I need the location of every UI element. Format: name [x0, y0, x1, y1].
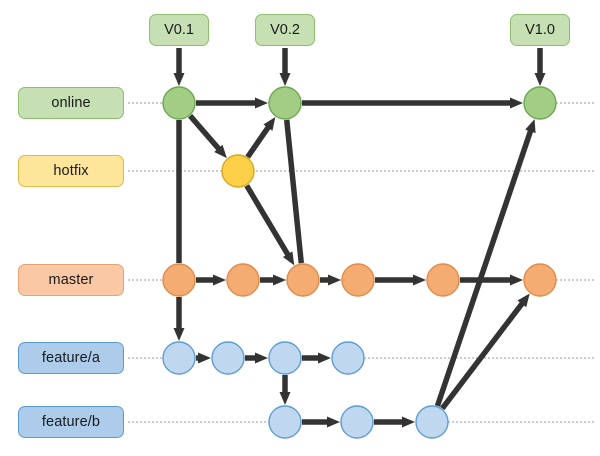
edge-e-online2-master3 [283, 119, 305, 264]
commit-node-online-3[interactable] [523, 86, 557, 120]
edge-e-fa3-fb1 [279, 375, 291, 405]
commit-node-fb-1[interactable] [268, 405, 302, 439]
edge-e-hotfix1-online2 [245, 116, 276, 159]
commit-node-master-4[interactable] [341, 263, 375, 297]
tag-arrow-v10 [534, 48, 546, 86]
branch-label-text: online [51, 95, 91, 111]
commit-node-master-1[interactable] [162, 263, 196, 297]
edge-e-online1-hotfix1 [188, 114, 227, 159]
commit-nodes [162, 86, 557, 439]
commit-node-fa-2[interactable] [211, 341, 245, 375]
branch-label-hotfix[interactable]: hotfix [18, 155, 124, 187]
edge-e-online1-online2 [196, 97, 268, 109]
branch-label-online[interactable]: online [18, 87, 124, 119]
edge-e-master5-master6 [460, 274, 523, 286]
commit-node-fb-3[interactable] [415, 405, 449, 439]
edge-e-fa1-fa2 [196, 352, 211, 364]
edge-e-online2-online3 [302, 97, 523, 109]
version-tag-v10[interactable]: V1.0 [510, 14, 570, 46]
commit-edges [173, 97, 536, 428]
commit-node-fa-1[interactable] [162, 341, 196, 375]
version-tag-v01[interactable]: V0.1 [149, 14, 209, 46]
edge-e-fa2-fa3 [245, 352, 268, 364]
edge-e-master4-master5 [375, 274, 426, 286]
edge-e-fb3-online3 [434, 119, 536, 407]
branch-label-feature-a[interactable]: feature/a [18, 342, 124, 374]
edge-e-fb2-fb3 [374, 416, 415, 428]
version-tag-text: V1.0 [525, 22, 555, 38]
branch-label-feature-b[interactable]: feature/b [18, 406, 124, 438]
tag-arrow-v02 [279, 48, 291, 86]
commit-node-master-3[interactable] [286, 263, 320, 297]
tag-arrow-v01 [173, 48, 185, 86]
commit-node-master-5[interactable] [426, 263, 460, 297]
edge-e-hotfix1-master3 [244, 184, 295, 266]
edge-e-master1-master2 [196, 274, 226, 286]
branch-label-master[interactable]: master [18, 264, 124, 296]
edge-e-fb3-master6 [440, 293, 530, 411]
branch-label-text: master [48, 272, 94, 288]
commit-node-online-2[interactable] [268, 86, 302, 120]
edge-e-master2-master3 [260, 274, 286, 286]
edge-e-master1-fa1 [173, 297, 185, 341]
version-tag-v02[interactable]: V0.2 [255, 14, 315, 46]
branch-label-text: feature/b [41, 414, 101, 430]
commit-node-master-6[interactable] [523, 263, 557, 297]
commit-node-fb-2[interactable] [340, 405, 374, 439]
edge-e-fa3-fa4 [302, 352, 331, 364]
commit-node-master-2[interactable] [226, 263, 260, 297]
branch-label-text: hotfix [53, 163, 89, 179]
tag-arrows [173, 48, 546, 86]
edge-e-master3-master4 [320, 274, 341, 286]
edge-e-fb1-fb2 [302, 416, 340, 428]
commit-node-fa-3[interactable] [268, 341, 302, 375]
branch-label-text: feature/a [41, 350, 101, 366]
commit-node-online-1[interactable] [162, 86, 196, 120]
commit-node-hotfix-1[interactable] [221, 154, 255, 188]
commit-node-fa-4[interactable] [331, 341, 365, 375]
version-tag-text: V0.1 [164, 22, 194, 38]
version-tag-text: V0.2 [270, 22, 300, 38]
